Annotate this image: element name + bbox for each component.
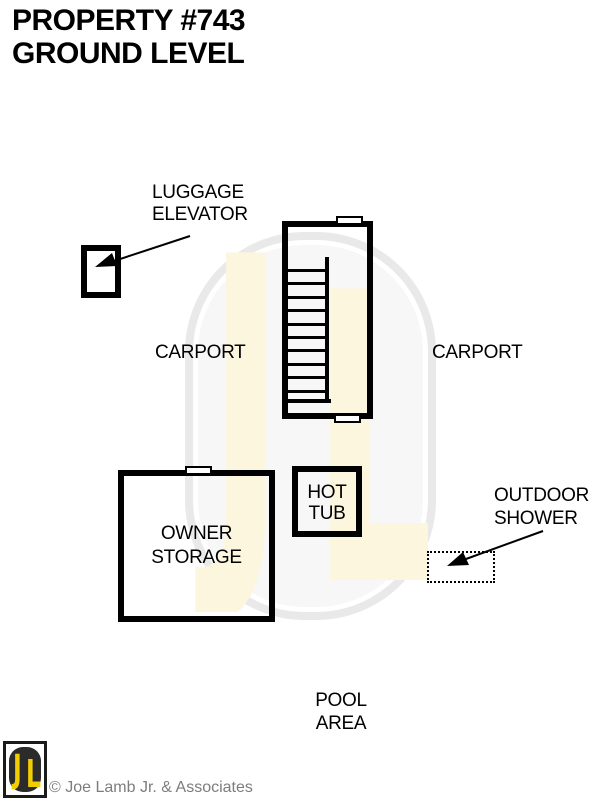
luggage-elevator-label-line2: ELEVATOR xyxy=(152,204,248,225)
stair-step xyxy=(288,363,328,366)
outdoor-shower-label-line2: SHOWER xyxy=(494,508,578,529)
door-opening-owner-storage xyxy=(185,466,212,475)
hot-tub-label-line2: TUB xyxy=(308,503,346,524)
logo-letter-l: L xyxy=(26,753,41,795)
hot-tub-room xyxy=(292,466,362,537)
stair-step xyxy=(288,323,328,326)
stair-step xyxy=(288,390,328,393)
pool-area-label-line2: AREA xyxy=(315,713,367,734)
stair-step xyxy=(288,269,328,272)
luggage-elevator-label-line1: LUGGAGE xyxy=(152,182,244,203)
owner-storage-label-line1: OWNER xyxy=(160,523,233,544)
jl-logo-graphic: J L xyxy=(9,747,41,797)
stair-step xyxy=(288,336,328,339)
staircase-room xyxy=(282,221,373,419)
hot-tub-label-line1: HOT xyxy=(307,482,347,503)
hot-tub-label: HOT TUB xyxy=(292,482,362,524)
copyright-text: © Joe Lamb Jr. & Associates xyxy=(49,779,253,796)
owner-storage-label: OWNER STORAGE xyxy=(118,522,275,570)
stair-step xyxy=(288,376,328,379)
staircase-steps xyxy=(288,227,367,413)
page-title-line2: GROUND LEVEL xyxy=(12,37,245,70)
outdoor-shower-label-line1: OUTDOOR xyxy=(494,485,590,506)
page-title: PROPERTY #743 GROUND LEVEL xyxy=(12,4,246,70)
pool-area-label: POOL AREA xyxy=(291,689,391,735)
stair-step xyxy=(288,282,328,285)
stair-step xyxy=(288,349,328,352)
luggage-elevator-label: LUGGAGE ELEVATOR xyxy=(152,182,248,226)
staircase-base-line xyxy=(288,399,331,403)
carport-left-label: CARPORT xyxy=(155,342,246,363)
carport-right-label: CARPORT xyxy=(432,342,523,363)
jl-logo: J L xyxy=(3,741,47,798)
page-title-line1: PROPERTY #743 xyxy=(12,4,246,37)
logo-letter-j: J xyxy=(12,748,22,791)
pool-area-label-line1: POOL xyxy=(315,690,367,711)
stair-step xyxy=(288,309,328,312)
stair-step xyxy=(288,296,328,299)
door-opening-stairs-top xyxy=(336,216,363,225)
door-opening-stairs-bottom xyxy=(334,414,361,423)
staircase-stringer xyxy=(325,257,329,403)
outdoor-shower-label: OUTDOOR SHOWER xyxy=(494,484,589,530)
luggage-elevator-room xyxy=(81,245,121,298)
outdoor-shower-pad xyxy=(427,551,495,583)
owner-storage-label-line2: STORAGE xyxy=(151,547,242,568)
